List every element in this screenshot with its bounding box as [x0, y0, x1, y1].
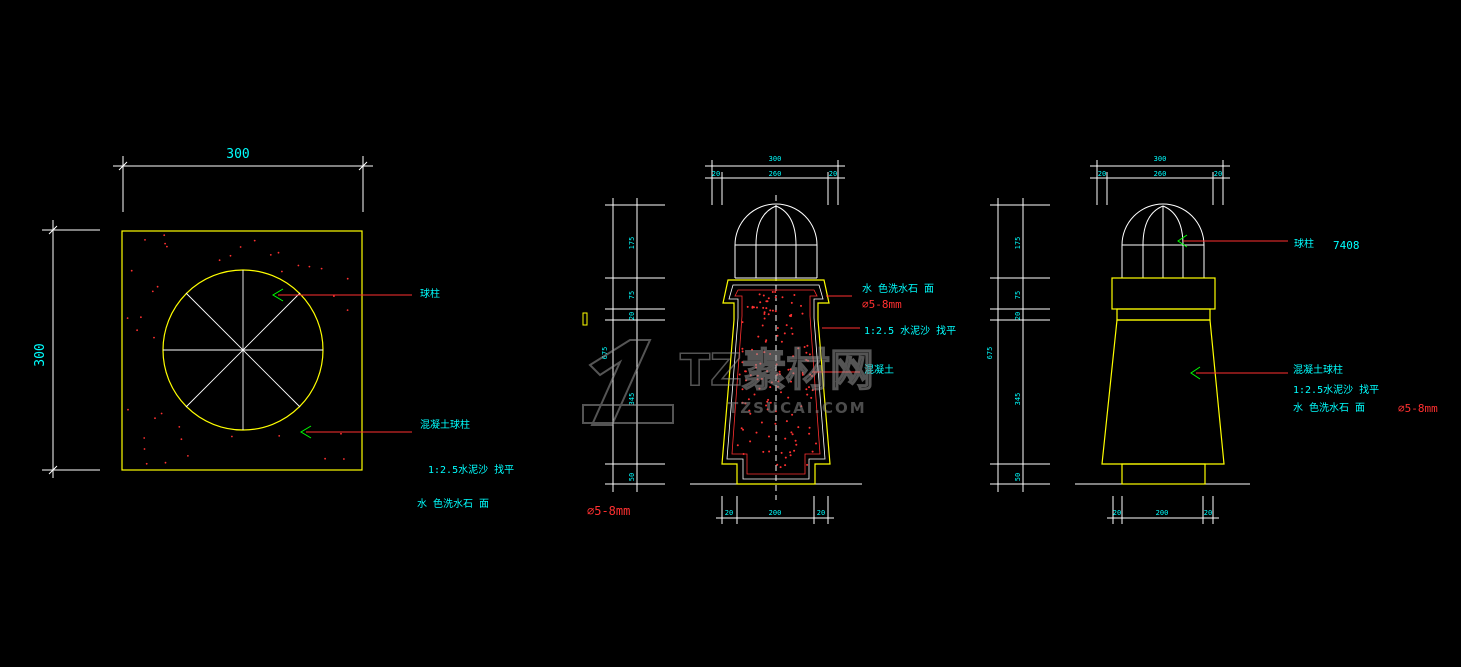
watermark-url: TZSUCAI.COM [728, 399, 867, 417]
section-top-right: 20 [829, 170, 837, 178]
section-v-dim: 50 [628, 473, 636, 481]
elevation-top-mid: 260 [1154, 170, 1167, 178]
section-label-finish: 水 色洗水石 面 [862, 282, 934, 295]
section-leaders [812, 295, 860, 373]
plan-label-mortar: 1:2.5水泥沙 找平 [428, 463, 514, 476]
section-top-mid: 260 [769, 170, 782, 178]
watermark: TZ素材网 TZSUCAI.COM [582, 339, 875, 426]
plan-hatch [126, 234, 349, 465]
section-top-total: 300 [769, 155, 782, 163]
plan-leaders [278, 294, 412, 433]
elevation-v-dim: 175 [1014, 237, 1022, 250]
section-v-dim: 345 [628, 393, 636, 406]
watermark-brand: TZ素材网 [680, 345, 874, 396]
section-top-left: 20 [712, 170, 720, 178]
logo-icon [582, 339, 674, 426]
plan-dimensions [42, 156, 373, 478]
section-bottom-right: 20 [817, 509, 825, 517]
section-v-dim: 75 [628, 291, 636, 299]
section-core-outline [731, 289, 821, 475]
elevation-label-finish: 水 色洗水石 面 [1293, 401, 1365, 414]
elevation-view: 300 20 260 20 675 175 75 20 345 50 20 20… [986, 155, 1438, 524]
plan-sphere-ribs [163, 270, 323, 430]
section-view: 300 20 260 20 675 175 75 20 345 50 20 20… [582, 155, 956, 524]
plan-square [121, 230, 363, 471]
elevation-v-dim: 20 [1014, 312, 1022, 320]
section-v-dim: 20 [628, 312, 636, 320]
elevation-v-dim: 345 [1014, 393, 1022, 406]
section-bottom-dims: 20 200 20 [725, 509, 825, 517]
section-outer-outline [721, 279, 831, 485]
section-bottom-left: 20 [725, 509, 733, 517]
elevation-bottom-dims: 20 200 20 [1113, 509, 1212, 517]
elevation-body [1101, 277, 1225, 485]
section-dimensions [605, 160, 862, 524]
section-dome [734, 203, 818, 279]
elevation-leaders [1183, 240, 1288, 374]
section-step-marks [582, 312, 588, 326]
plan-label-body: 混凝土球柱 [420, 418, 470, 431]
section-hatch [736, 291, 817, 469]
elevation-top-total: 300 [1154, 155, 1167, 163]
section-inner-outline [726, 284, 826, 480]
elevation-label-body: 混凝土球柱 [1293, 363, 1343, 376]
elevation-dome [1121, 203, 1205, 278]
plan-label-finish: 水 色洗水石 面 [417, 497, 489, 510]
section-v-dims: 675 175 75 20 345 50 [601, 237, 636, 482]
plan-label-top: 球柱 [420, 287, 440, 300]
section-label-dia: ⌀5-8mm [862, 298, 902, 311]
elevation-bottom-mid: 200 [1156, 509, 1169, 517]
plan-view: 300 300 球柱 混凝土球柱 1:2.5水泥沙 找平 水 色洗水石 面 [33, 147, 514, 510]
elevation-top-right: 20 [1214, 170, 1222, 178]
elevation-label-mortar: 1:2.5水泥沙 找平 [1293, 383, 1379, 396]
arrow-icon [1177, 234, 1201, 380]
elevation-dimensions [990, 160, 1250, 524]
elevation-bottom-right: 20 [1204, 509, 1212, 517]
section-v-dim: 175 [628, 237, 636, 250]
elevation-v-dims: 675 175 75 20 345 50 [986, 237, 1022, 482]
section-top-dims: 300 20 260 20 [712, 155, 837, 178]
plan-height-dim: 300 [33, 343, 48, 366]
section-bottom-mid: 200 [769, 509, 782, 517]
arrow-icon [272, 288, 312, 439]
section-label-concrete: 混凝土 [864, 363, 894, 376]
elevation-bottom-left: 20 [1113, 509, 1121, 517]
elevation-v-total: 675 [986, 347, 994, 360]
section-v-total: 675 [601, 347, 609, 360]
elevation-top-dims: 300 20 260 20 [1098, 155, 1222, 178]
elevation-v-dim: 50 [1014, 473, 1022, 481]
elevation-label-code: 7408 [1333, 239, 1360, 252]
elevation-label-dia: ⌀5-8mm [1398, 402, 1438, 415]
section-label-dia-bottom: ⌀5-8mm [587, 504, 630, 518]
elevation-v-dim: 75 [1014, 291, 1022, 299]
elevation-top-left: 20 [1098, 170, 1106, 178]
section-label-mortar: 1:2.5 水泥沙 找平 [864, 324, 956, 337]
plan-width-dim: 300 [226, 147, 249, 162]
elevation-label-top: 球柱 [1294, 237, 1314, 250]
